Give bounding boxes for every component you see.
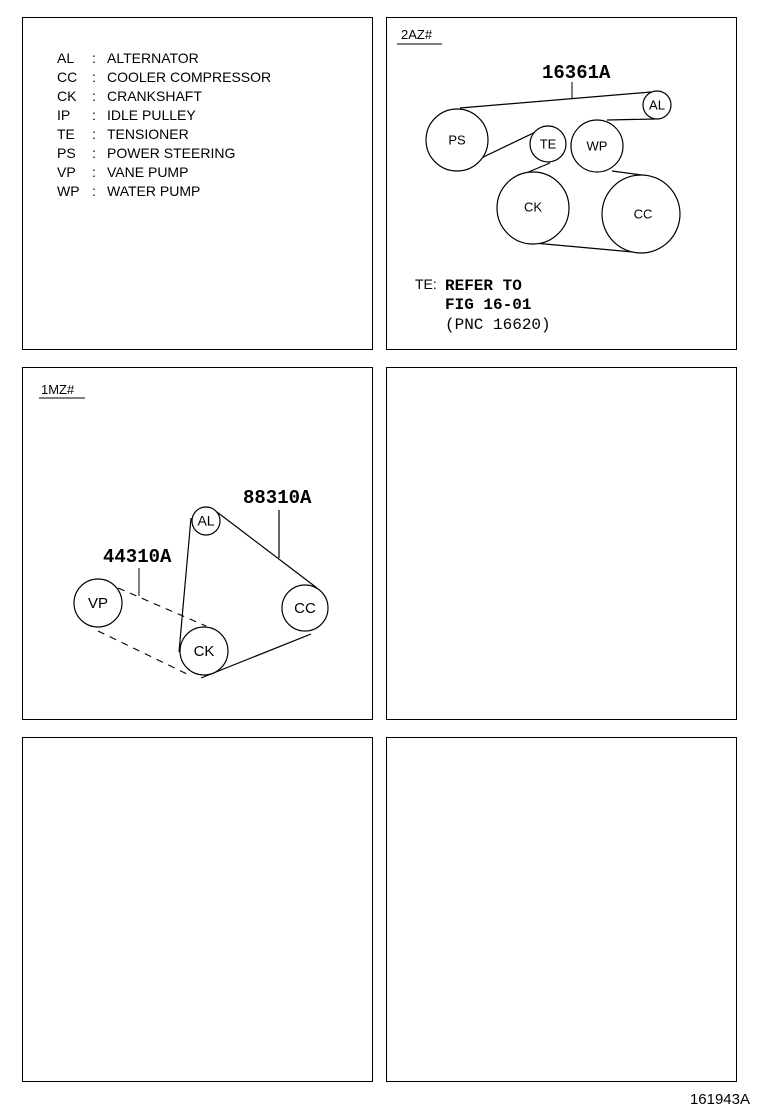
legend-colon: : — [92, 50, 96, 66]
note-line: REFER TO — [445, 277, 522, 295]
pulley-al — [642, 90, 672, 120]
legend-name: COOLER COMPRESSOR — [107, 69, 272, 85]
engine-tag: 1MZ# — [41, 382, 75, 397]
belt-routing-1mz: 1MZ# 88310A 44310A AL VP CC CK — [39, 382, 329, 679]
pulley-ck — [179, 626, 229, 676]
legend-panel: AL: ALTERNATOR CC: COOLER COMPRESSOR CK: CR… — [22, 17, 373, 350]
figure-number: 161943A — [689, 1091, 750, 1108]
legend-row: TE: TENSIONER — [57, 125, 271, 144]
empty-panel — [386, 367, 737, 720]
legend-name: IDLE PULLEY — [107, 107, 196, 123]
legend-code: CK — [57, 88, 77, 104]
legend-colon: : — [92, 107, 96, 123]
belt-part-number: 16361A — [542, 62, 611, 84]
legend-row: PS: POWER STEERING — [57, 144, 271, 163]
pulley-label: WP — [587, 138, 608, 153]
legend-row: AL: ALTERNATOR — [57, 49, 271, 68]
pulley-label: CK — [524, 199, 542, 214]
legend-code: VP — [57, 164, 76, 180]
pulley-ps — [425, 108, 489, 172]
pulley-te — [529, 125, 567, 163]
legend-row: VP: VANE PUMP — [57, 163, 271, 182]
engine-tag: 2AZ# — [401, 27, 433, 42]
legend-name: VANE PUMP — [107, 164, 189, 180]
belt-dashed — [97, 587, 207, 675]
pulley-vp — [73, 578, 123, 628]
pulley-wp — [570, 119, 624, 173]
note-line: (PNC 16620) — [445, 316, 551, 334]
pulley-label: AL — [649, 97, 665, 112]
legend-name: POWER STEERING — [107, 145, 236, 161]
pulley-label: AL — [197, 513, 214, 529]
legend-colon: : — [92, 88, 96, 104]
legend-code: IP — [57, 107, 71, 123]
pulley-cc — [601, 174, 681, 254]
abbreviation-legend: AL: ALTERNATOR CC: COOLER COMPRESSOR CK: CR… — [57, 49, 271, 201]
pulley-label: CK — [194, 643, 215, 660]
legend-name: WATER PUMP — [107, 183, 201, 199]
empty-panel — [22, 737, 373, 1082]
legend-name: CRANKSHAFT — [107, 88, 202, 104]
pulley-cc — [281, 584, 329, 632]
legend-code: TE — [57, 126, 75, 142]
belt-part-number-dashed: 44310A — [103, 546, 172, 568]
legend-code: PS — [57, 145, 76, 161]
legend-colon: : — [92, 183, 96, 199]
legend-colon: : — [92, 69, 96, 85]
pulley-label: VP — [88, 595, 108, 612]
pulley-label: CC — [634, 206, 653, 221]
legend-name: ALTERNATOR — [107, 50, 199, 66]
pulley-label: TE — [540, 136, 557, 151]
note-prefix: TE: — [415, 276, 437, 292]
legend-colon: : — [92, 126, 96, 142]
pulley-ck — [496, 171, 570, 245]
pulley-label: PS — [448, 132, 466, 147]
empty-panel — [386, 737, 737, 1082]
pulley-label: CC — [294, 600, 316, 617]
legend-code: AL — [57, 50, 75, 66]
belt-part-number-main: 88310A — [243, 487, 312, 509]
belt-diagram-1mz: 1MZ# 88310A 44310A AL VP CC CK — [22, 367, 373, 720]
legend-row: CK: CRANKSHAFT — [57, 87, 271, 106]
note-line: FIG 16-01 — [445, 296, 531, 314]
legend-row: WP: WATER PUMP — [57, 182, 271, 201]
legend-code: WP — [57, 183, 80, 199]
legend-colon: : — [92, 145, 96, 161]
legend-colon: : — [92, 164, 96, 180]
belt-main — [178, 511, 318, 679]
legend-name: TENSIONER — [107, 126, 189, 142]
legend-row: IP: IDLE PULLEY — [57, 106, 271, 125]
legend-row: CC: COOLER COMPRESSOR — [57, 68, 271, 87]
belt-routing-2az: 2AZ# 16361A PS TE WP AL CK CC TE: REFER … — [397, 27, 681, 334]
pulley-al — [191, 506, 221, 536]
legend-code: CC — [57, 69, 78, 85]
belt-diagram-2az: 2AZ# 16361A PS TE WP AL CK CC TE: REFER … — [386, 17, 737, 350]
